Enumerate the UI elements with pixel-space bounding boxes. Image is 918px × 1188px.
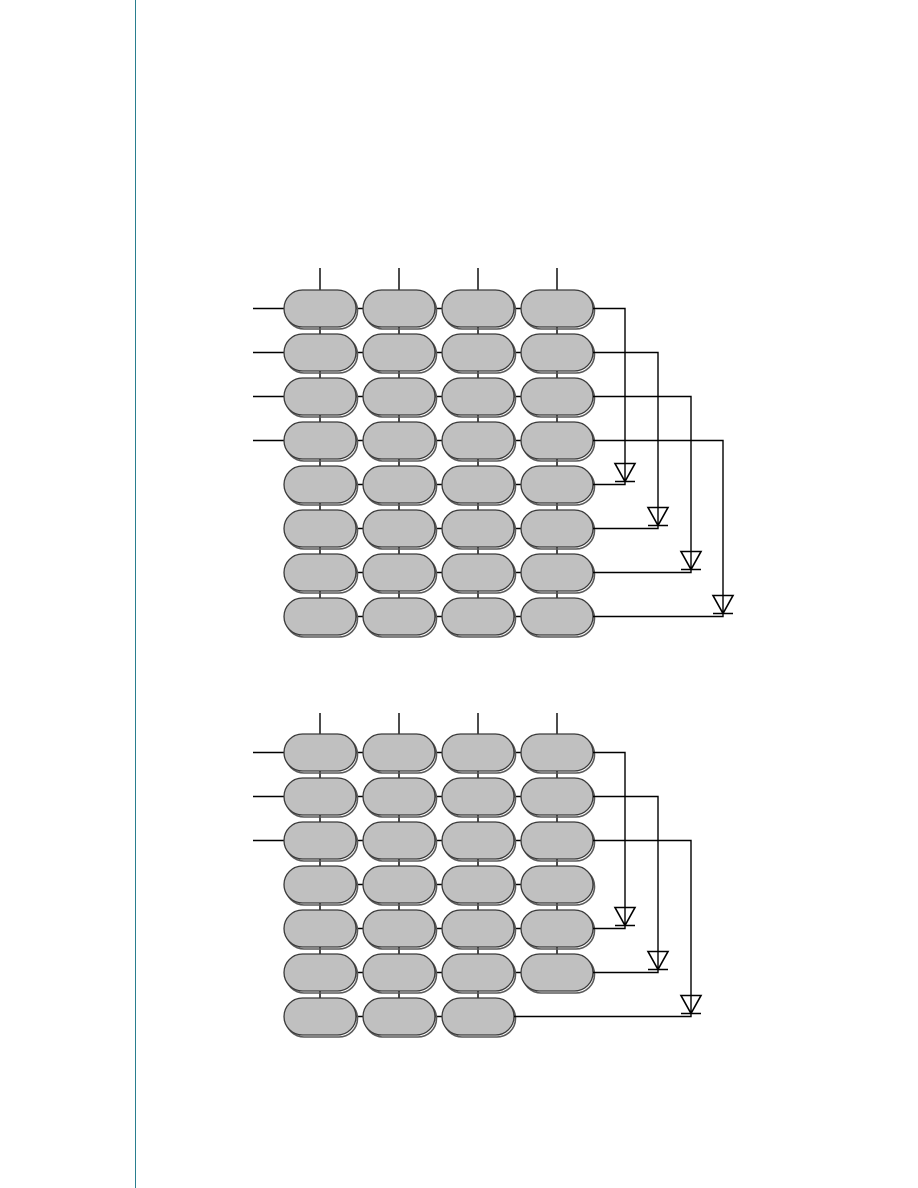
memory-cell xyxy=(520,333,594,372)
memory-cell xyxy=(441,777,515,816)
memory-cell xyxy=(362,733,436,772)
memory-cell xyxy=(441,865,515,904)
memory-cell xyxy=(520,553,594,592)
memory-cell xyxy=(362,909,436,948)
memory-cell xyxy=(441,909,515,948)
memory-cell xyxy=(520,909,594,948)
memory-cell xyxy=(283,377,357,416)
memory-cell xyxy=(441,597,515,636)
diode-symbol xyxy=(646,950,670,972)
memory-cell xyxy=(283,777,357,816)
memory-cell xyxy=(283,289,357,328)
diode-triangle xyxy=(613,906,637,928)
diode-triangle xyxy=(613,462,637,484)
memory-cell xyxy=(441,997,515,1036)
memory-cell xyxy=(283,953,357,992)
memory-cell xyxy=(520,465,594,504)
memory-cell xyxy=(441,553,515,592)
memory-cell xyxy=(441,733,515,772)
diode-triangle xyxy=(711,594,735,616)
memory-cell xyxy=(520,509,594,548)
memory-cell xyxy=(362,821,436,860)
memory-cell xyxy=(283,333,357,372)
memory-cell xyxy=(441,821,515,860)
diode-symbol xyxy=(711,594,735,616)
diode-triangle xyxy=(679,994,703,1016)
memory-cell xyxy=(362,597,436,636)
memory-cell xyxy=(283,909,357,948)
memory-cell xyxy=(520,597,594,636)
memory-cell xyxy=(520,865,594,904)
memory-cell xyxy=(283,997,357,1036)
diode-bus-wire xyxy=(593,395,692,574)
array-bottom xyxy=(253,713,703,1038)
memory-cell xyxy=(283,597,357,636)
memory-cell xyxy=(441,289,515,328)
diode-symbol xyxy=(679,550,703,572)
diode-symbol xyxy=(613,462,637,484)
memory-cell xyxy=(441,953,515,992)
diode-triangle xyxy=(646,506,670,528)
diode-bus-wire xyxy=(593,439,724,618)
diode-triangle xyxy=(679,550,703,572)
diode-symbol xyxy=(646,506,670,528)
diode-symbol xyxy=(613,906,637,928)
memory-cell xyxy=(362,289,436,328)
memory-cell xyxy=(362,953,436,992)
diode-triangle xyxy=(646,950,670,972)
memory-cell xyxy=(441,333,515,372)
memory-cell xyxy=(362,553,436,592)
memory-cell xyxy=(283,465,357,504)
memory-cell xyxy=(362,333,436,372)
memory-cell xyxy=(441,377,515,416)
memory-cell xyxy=(441,421,515,460)
memory-cell xyxy=(520,821,594,860)
memory-cell xyxy=(520,777,594,816)
memory-cell xyxy=(283,421,357,460)
memory-cell xyxy=(283,509,357,548)
diode-symbol xyxy=(679,994,703,1016)
memory-cell xyxy=(362,777,436,816)
memory-cell xyxy=(283,733,357,772)
memory-cell xyxy=(362,997,436,1036)
memory-cell xyxy=(520,421,594,460)
page-margin-rule xyxy=(135,0,136,1188)
memory-cell xyxy=(441,465,515,504)
diode-bus-wire xyxy=(514,839,692,1018)
memory-cell xyxy=(283,865,357,904)
memory-cell xyxy=(283,553,357,592)
memory-cell xyxy=(520,377,594,416)
memory-cell xyxy=(520,953,594,992)
memory-cell xyxy=(520,289,594,328)
memory-cell xyxy=(441,509,515,548)
memory-cell xyxy=(362,465,436,504)
memory-cell xyxy=(362,865,436,904)
memory-cell xyxy=(520,733,594,772)
array-top xyxy=(253,268,735,638)
memory-cell xyxy=(362,377,436,416)
memory-cell xyxy=(283,821,357,860)
memory-cell xyxy=(362,421,436,460)
diode-bus-wire xyxy=(593,795,659,974)
memory-cell xyxy=(362,509,436,548)
